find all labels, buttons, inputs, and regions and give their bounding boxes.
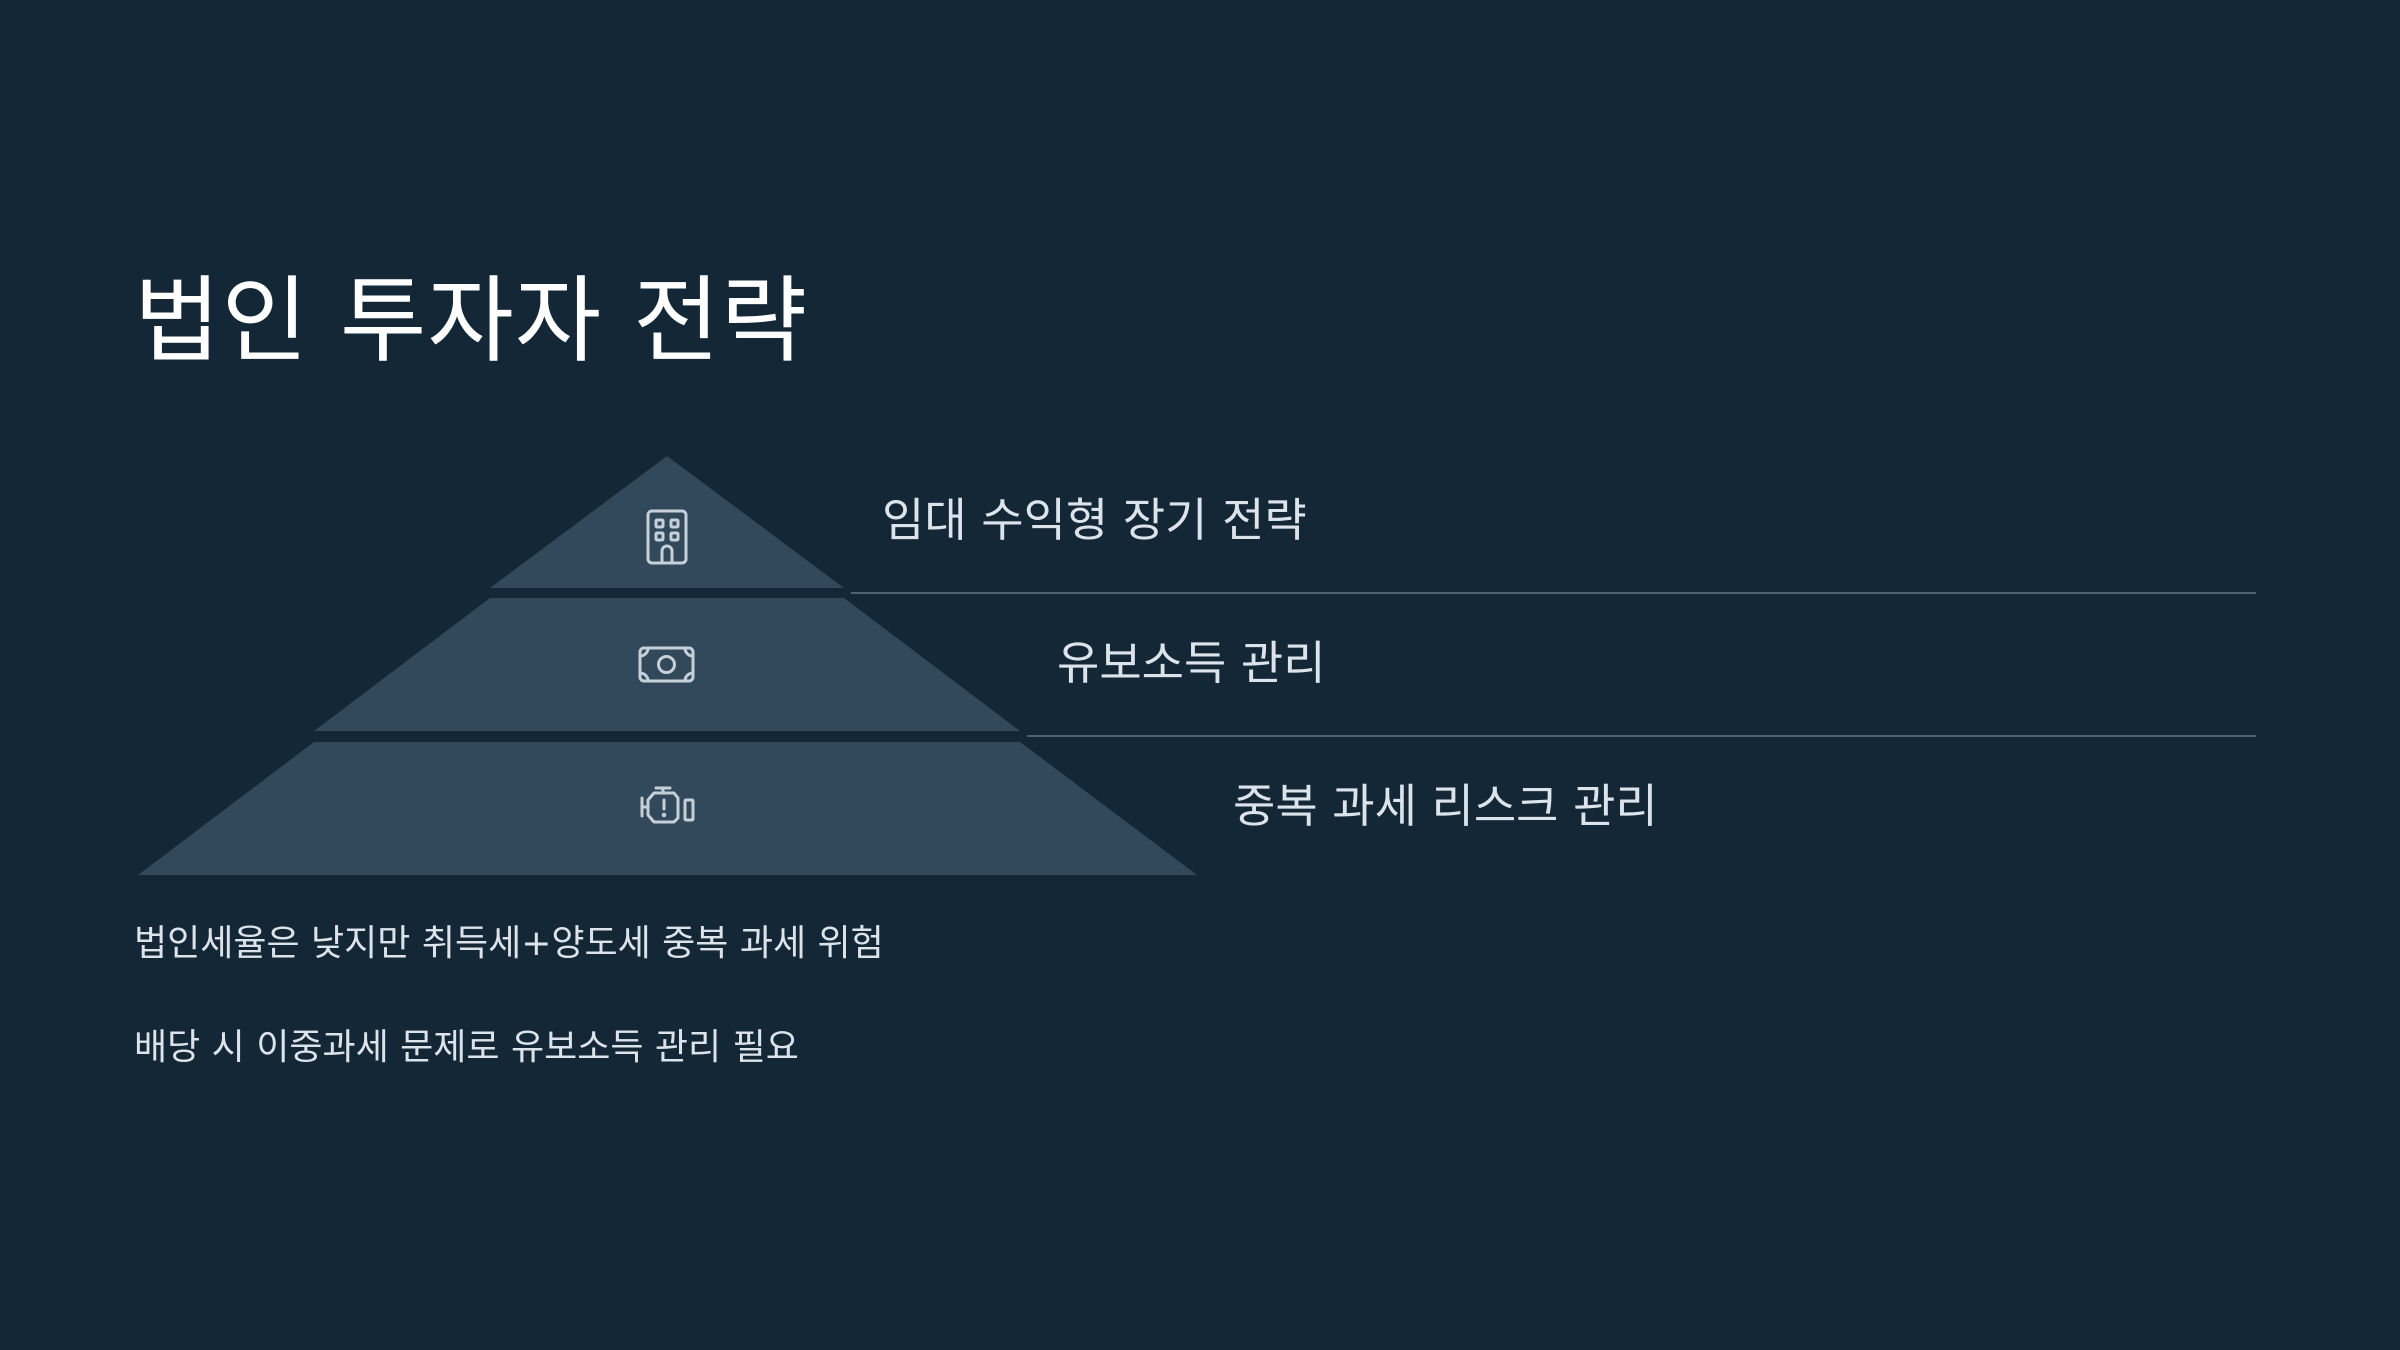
engine-warning-icon	[640, 786, 695, 824]
pyramid-tier-middle	[314, 598, 1020, 731]
note-text-1: 법인세율은 낮지만 취득세+양도세 중복 과세 위험	[134, 923, 884, 964]
banknote-icon	[638, 646, 695, 683]
pyramid-level-label-2: 유보소득 관리	[1057, 636, 1326, 690]
building-icon	[646, 509, 688, 565]
pyramid-tier-top	[490, 456, 844, 588]
pyramid-tier-bottom	[138, 742, 1197, 875]
slide-title: 법인 투자자 전략	[134, 267, 809, 376]
note-text-2: 배당 시 이중과세 문제로 유보소득 관리 필요	[134, 1027, 799, 1068]
pyramid-level-label-1: 임대 수익형 장기 전략	[882, 493, 1307, 547]
pyramid-level-label-3: 중복 과세 리스크 관리	[1233, 779, 1658, 833]
